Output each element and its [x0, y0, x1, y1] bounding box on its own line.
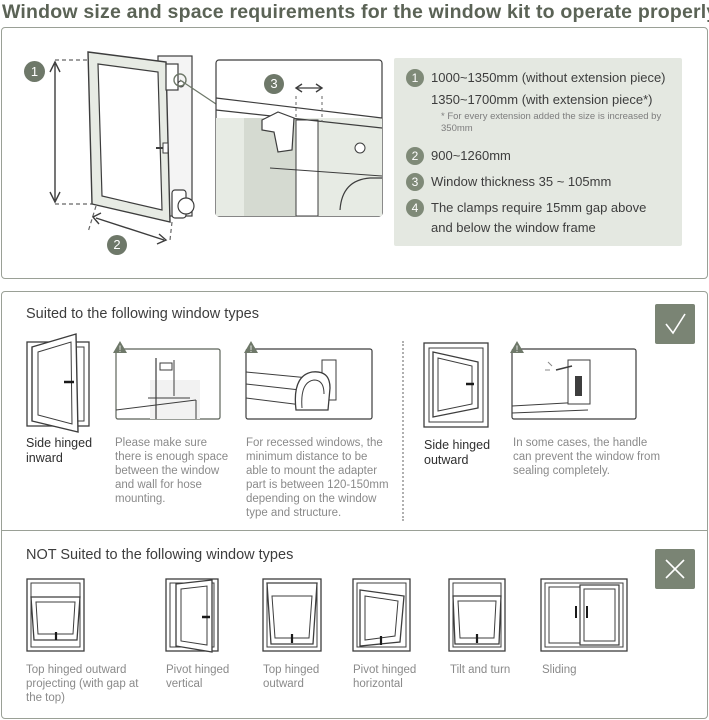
label-top-hinged-projecting: Top hinged outward projecting (with gap …: [26, 664, 139, 704]
specification-box: 1 1000~1350mm (without extension piece) …: [394, 58, 682, 246]
window-tilt-and-turn: [448, 578, 506, 652]
dimension-marker-1: 1: [24, 61, 45, 82]
window-top-hinged-outward: [262, 578, 322, 652]
label-tilt-and-turn: Tilt and turn: [450, 664, 511, 676]
spec-3-line1: Window thickness 35 ~ 105mm: [431, 174, 612, 189]
spec-badge-4: 4: [406, 199, 424, 217]
suited-heading: Suited to the following window types: [26, 306, 259, 322]
spec-1-note: * For every extension added the size is …: [441, 111, 662, 134]
svg-text:!: !: [119, 344, 122, 354]
note-recessed-windows: For recessed windows, the minimum distan…: [246, 437, 389, 519]
label-side-hinged-inward: Side hinged inward: [26, 436, 93, 465]
window-pivot-horizontal: [352, 578, 411, 652]
label-pivot-horizontal: Pivot hinged horizontal: [353, 664, 417, 690]
window-pivot-vertical: [165, 578, 219, 653]
dimension-marker-2: 2: [107, 235, 127, 255]
spec-2-line1: 900~1260mm: [431, 148, 511, 163]
note-hose-space: Please make sure there is enough space b…: [115, 437, 229, 505]
svg-text:!: !: [516, 344, 519, 354]
spec-badge-2: 2: [406, 147, 424, 165]
suited-separator: [402, 341, 404, 521]
label-sliding: Sliding: [542, 664, 577, 676]
note-handle-sealing: In some cases, the handle can prevent th…: [513, 437, 661, 477]
label-side-hinged-outward: Side hinged outward: [424, 438, 491, 467]
label-pivot-vertical: Pivot hinged vertical: [166, 664, 230, 690]
not-suited-heading: NOT Suited to the following window types: [26, 547, 294, 563]
section-divider: [1, 530, 708, 531]
window-sliding: [540, 578, 628, 652]
label-top-hinged-outward: Top hinged outward: [263, 664, 320, 690]
cross-icon: [655, 549, 695, 589]
spec-badge-1: 1: [406, 69, 424, 87]
window-size-diagram: [49, 51, 383, 245]
check-icon: [655, 304, 695, 344]
spec-4-line2: and below the window frame: [431, 220, 596, 235]
page-title: Window size and space requirements for t…: [2, 1, 709, 23]
svg-text:!: !: [250, 344, 253, 354]
dimension-marker-3: 3: [264, 74, 284, 94]
spec-badge-3: 3: [406, 173, 424, 191]
spec-1-line2: 1350~1700mm (with extension piece*): [431, 92, 653, 107]
spec-4-line1: The clamps require 15mm gap above: [431, 200, 647, 215]
spec-1-line1: 1000~1350mm (without extension piece): [431, 70, 666, 85]
window-top-hinged-projecting: [26, 578, 85, 652]
